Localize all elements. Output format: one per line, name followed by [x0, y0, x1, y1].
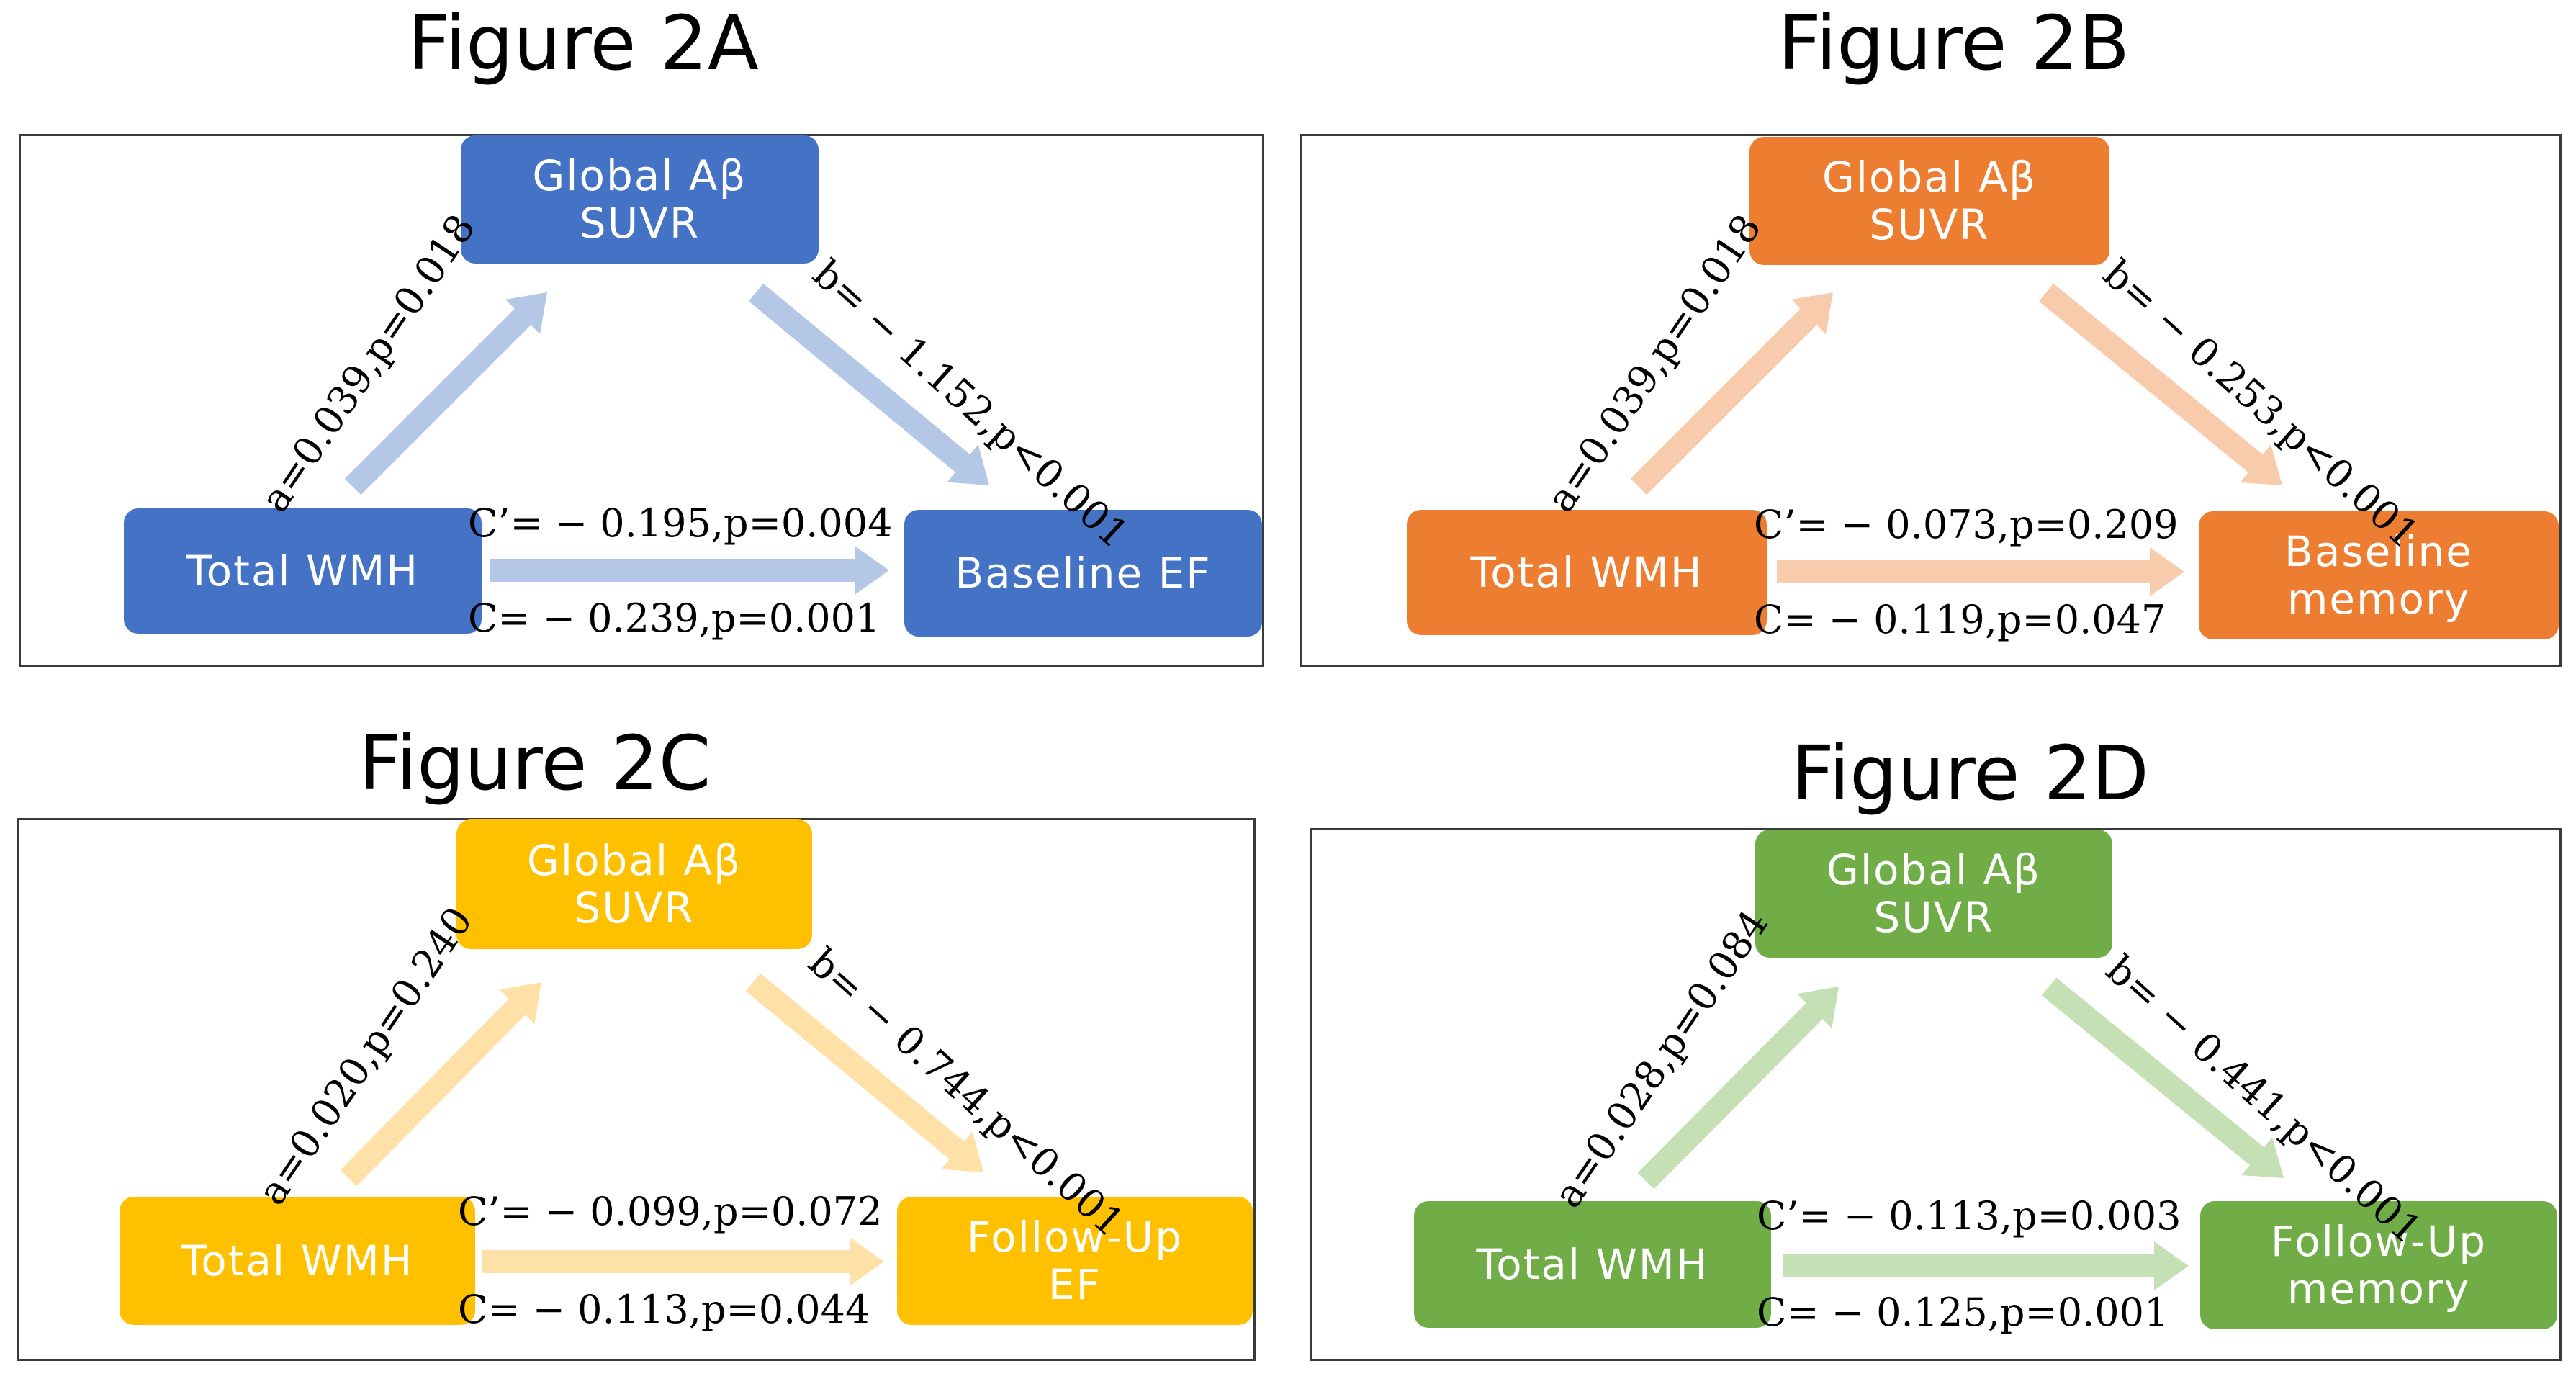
mediator-line1: Global Aβ	[1821, 153, 2037, 202]
figure-2c-arrow-c	[482, 1237, 884, 1286]
figure-2a-title: Figure 2A	[407, 0, 759, 87]
figure-2d-arrow-b	[2041, 977, 2284, 1178]
figure-2d-arrow-a	[1637, 987, 1839, 1190]
figure-2b-arrow-c	[1777, 547, 2184, 596]
predictor-label: Total WMH	[1476, 1240, 1709, 1289]
figure-2d-arrow-c	[1783, 1241, 2189, 1290]
figure-2a-predictor-box: Total WMH	[124, 508, 482, 634]
figure-2a-arrow-b	[748, 283, 989, 485]
figure-2c-mediator-box: Global Aβ SUVR	[456, 819, 812, 949]
outcome-line2: memory	[2287, 1264, 2471, 1313]
outcome-line1: Baseline	[2284, 527, 2473, 576]
figure-2c-title: Figure 2C	[359, 719, 711, 807]
mediator-line2: SUVR	[1869, 200, 1990, 249]
figure-2d-c-total-label: C= − 0.125,p=0.001	[1757, 1290, 2169, 1335]
mediator-line1: Global Aβ	[526, 836, 742, 885]
figure-2c-arrow-b	[745, 973, 983, 1172]
figure-2a-c-prime-label: C’= − 0.195,p=0.004	[468, 500, 893, 546]
figure-2c-c-total-label: C= − 0.113,p=0.044	[458, 1287, 870, 1332]
figure-2b-title: Figure 2B	[1778, 0, 2130, 87]
figure-2b-arrow-b	[2038, 283, 2282, 485]
figure-2c-outcome-box: Follow-Up EF	[897, 1197, 1253, 1325]
figure-2c-c-prime-label: C’= − 0.099,p=0.072	[458, 1189, 883, 1234]
outcome-line2: memory	[2287, 575, 2471, 624]
figure-2d-c-prime-label: C’= − 0.113,p=0.003	[1757, 1193, 2181, 1239]
figure-2d-mediator-box: Global Aβ SUVR	[1755, 830, 2112, 958]
figure-2b-mediator-box: Global Aβ SUVR	[1749, 137, 2109, 265]
mediator-line1: Global Aβ	[532, 151, 747, 200]
mediator-line2: SUVR	[574, 884, 695, 933]
mediator-line2: SUVR	[1873, 893, 1994, 942]
figure-2b-outcome-box: Baseline memory	[2199, 511, 2559, 639]
figure-2c-predictor-box: Total WMH	[120, 1197, 475, 1325]
mediator-line2: SUVR	[579, 199, 701, 248]
figure-2a-arrow-c	[490, 546, 889, 595]
figure-2b-predictor-box: Total WMH	[1407, 510, 1767, 635]
outcome-line1: Follow-Up	[2270, 1217, 2487, 1266]
outcome-line1: Baseline EF	[955, 549, 1212, 598]
figure-2a-arrow-a	[344, 292, 547, 495]
predictor-label: Total WMH	[181, 1236, 414, 1285]
outcome-line2: EF	[1048, 1260, 1102, 1309]
figure-2c-arrow-a	[340, 982, 541, 1187]
figure-2d-title: Figure 2D	[1791, 729, 2149, 817]
figure-2a-c-total-label: C= − 0.239,p=0.001	[468, 596, 881, 641]
figure-2b-c-prime-label: C’= − 0.073,p=0.209	[1754, 502, 2179, 547]
outcome-line1: Follow-Up	[966, 1213, 1184, 1262]
figure-2b-arrow-a	[1630, 292, 1833, 495]
predictor-label: Total WMH	[186, 547, 419, 596]
figure-2b-c-total-label: C= − 0.119,p=0.047	[1754, 597, 2166, 642]
predictor-label: Total WMH	[1470, 548, 1703, 597]
figure-2d-predictor-box: Total WMH	[1414, 1201, 1771, 1328]
figure-2a-outcome-box: Baseline EF	[904, 510, 1262, 637]
figure-2d-outcome-box: Follow-Up memory	[2200, 1201, 2557, 1329]
figure-2a-mediator-box: Global Aβ SUVR	[461, 135, 819, 264]
mediator-line1: Global Aβ	[1826, 845, 2042, 894]
